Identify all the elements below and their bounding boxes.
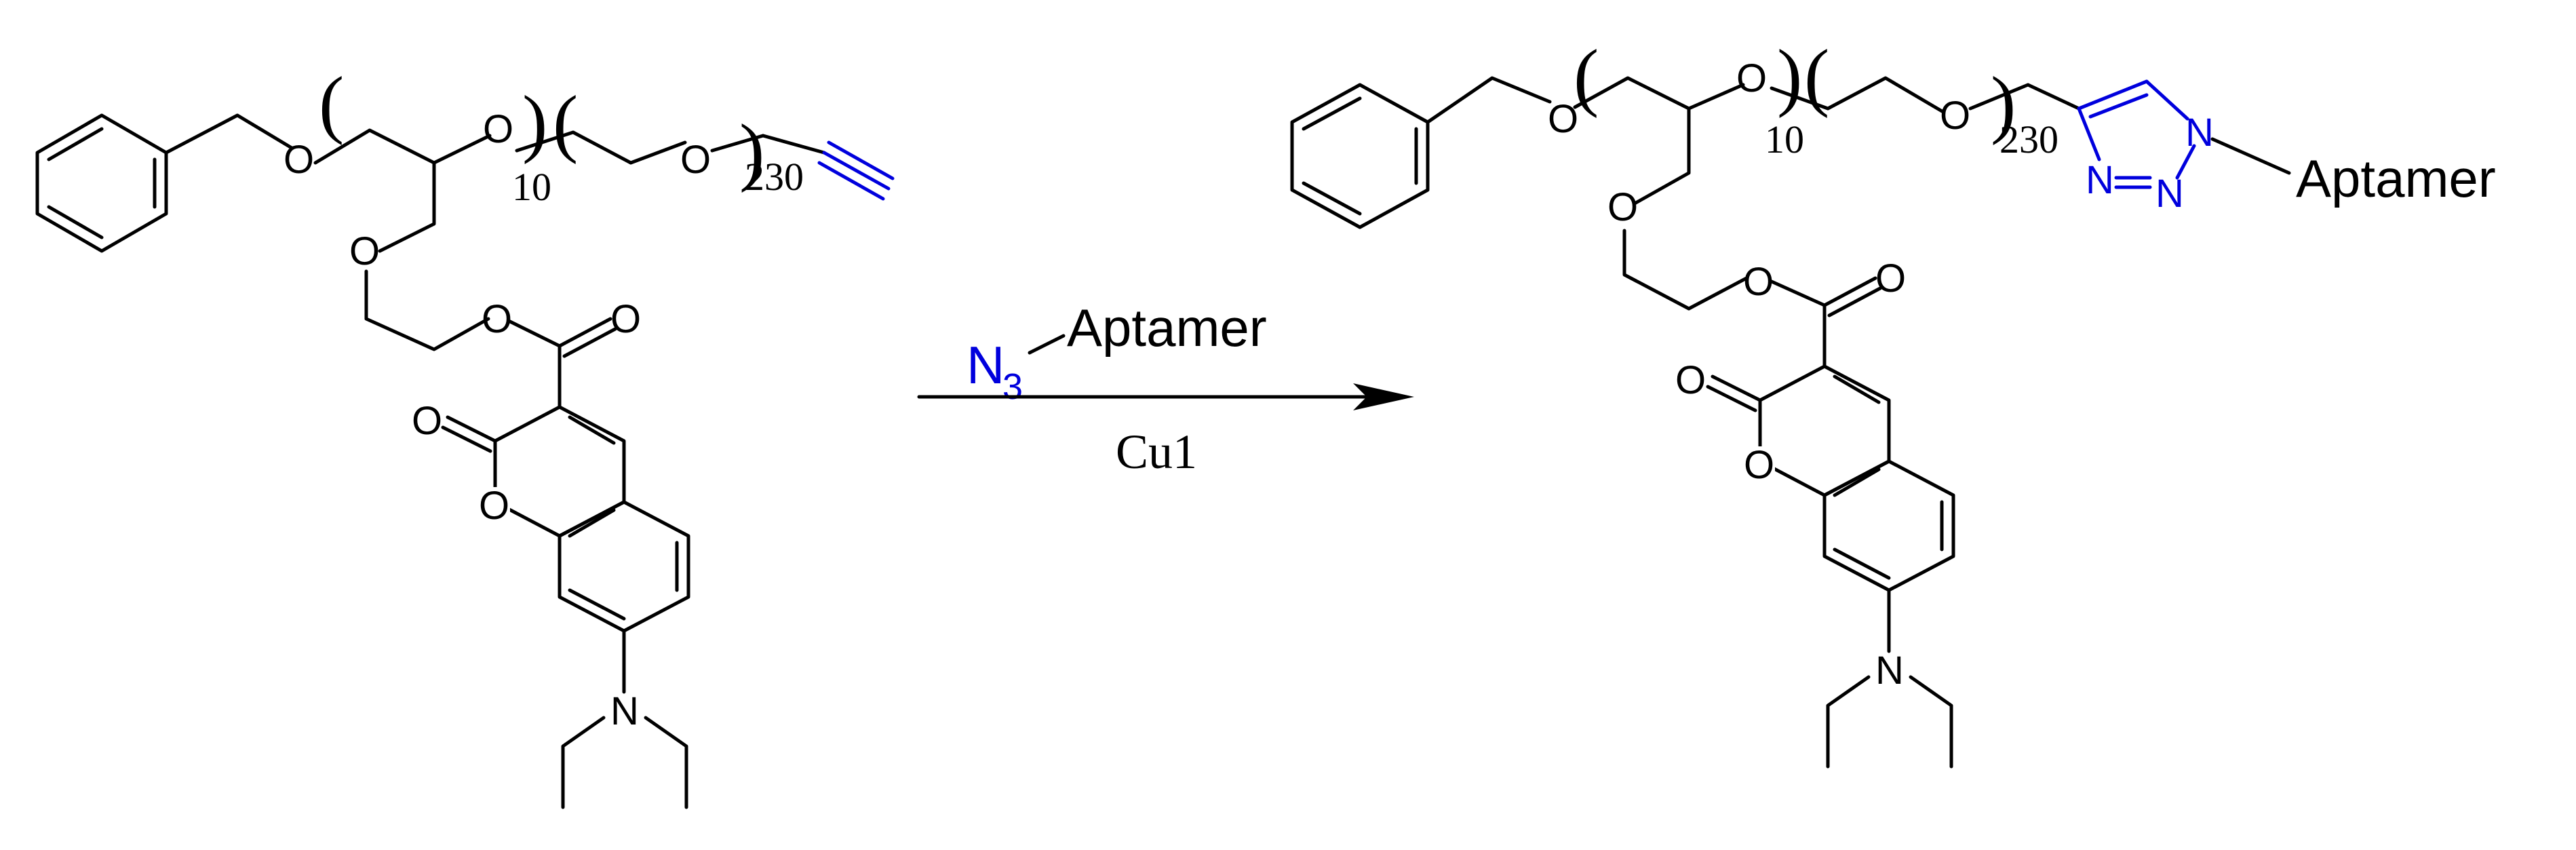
product-lactone-carbonyl-o: O	[1675, 358, 1706, 402]
product-molecule: O ( O ) 10 ( O ) 230 N N N Aptamer O O O	[1290, 35, 2496, 769]
reactant-lactone-o: O	[479, 484, 509, 528]
product-coumarin-benzo	[1822, 459, 1955, 592]
product-carbonyl-o: O	[1875, 256, 1906, 301]
product-repeat-1: 10	[1765, 117, 1804, 161]
reagent-aptamer-label: Aptamer	[1067, 298, 1267, 358]
product-repeat-2: 230	[1999, 117, 2058, 161]
triazole-n3: N	[2086, 158, 2114, 202]
reactant-alkyne	[822, 151, 891, 191]
reaction-condition: Cu1	[1116, 425, 1197, 479]
svg-text:): )	[1777, 35, 1802, 119]
product-lactone-o: O	[1744, 443, 1774, 487]
azide-symbol: N	[967, 335, 1004, 395]
reactant-ether-o2: O	[483, 107, 513, 151]
reactant-repeat-1: 10	[512, 165, 551, 209]
reactant-carbonyl-o: O	[610, 297, 641, 341]
svg-text:(: (	[319, 62, 344, 146]
reactant-molecule: O O ( ) 10 ( O ) 230 O O O O	[35, 62, 895, 809]
reactant-ether-o3: O	[680, 138, 711, 182]
triazole-ring	[2077, 79, 2149, 111]
product-ester-o: O	[1743, 260, 1774, 304]
reactant-ether-o1: O	[284, 138, 314, 182]
svg-text:(: (	[553, 81, 578, 165]
reactant-ether-o4: O	[349, 229, 380, 273]
reactant-amine-n: N	[610, 689, 639, 733]
arrow-head	[1353, 383, 1414, 410]
svg-text:): )	[522, 81, 547, 165]
product-ether-o1: O	[1548, 97, 1578, 141]
reactant-ester-o: O	[482, 297, 512, 341]
product-amine-n: N	[1875, 649, 1904, 693]
product-aptamer-label: Aptamer	[2296, 149, 2496, 208]
triazole-n1: N	[2185, 111, 2214, 155]
svg-text:): )	[739, 109, 764, 193]
reactant-lactone-carbonyl-o: O	[412, 399, 442, 443]
product-ether-o2: O	[1736, 56, 1767, 100]
reactant-benzene-ring	[35, 113, 168, 253]
reactant-coumarin-benzo	[558, 500, 690, 633]
triazole-n2: N	[2155, 172, 2184, 216]
svg-text:): )	[1991, 62, 2016, 146]
reactant-repeat-2: 230	[745, 155, 804, 199]
azide-subscript: 3	[1002, 366, 1023, 407]
product-ether-o4: O	[1607, 185, 1638, 229]
product-ether-o3: O	[1940, 94, 1970, 138]
product-benzene-ring	[1290, 83, 1430, 229]
reaction-arrow-group: N 3 Aptamer Cu1	[917, 298, 1414, 479]
